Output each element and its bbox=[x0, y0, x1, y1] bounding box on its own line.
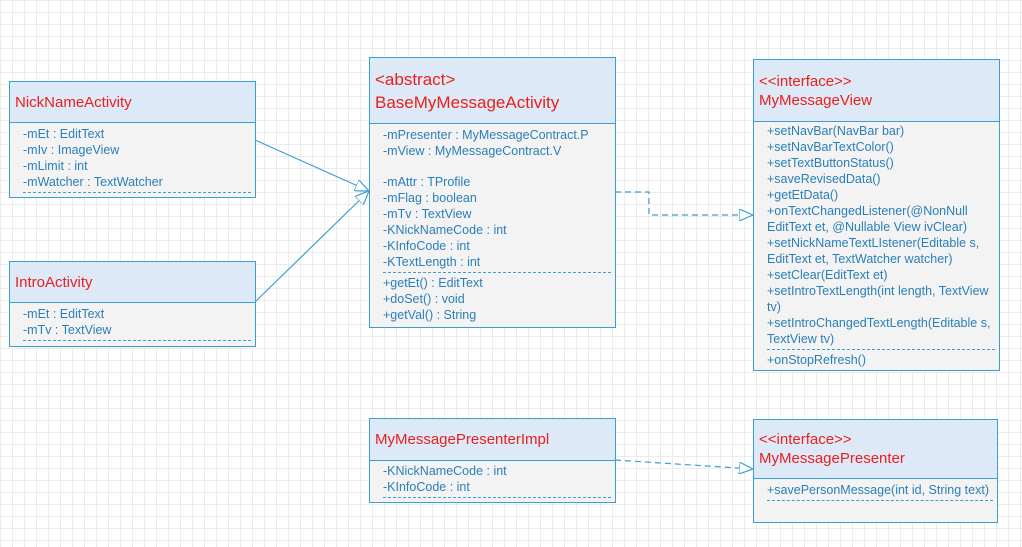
class-attributes: -mEt : EditText -mTv : TextView bbox=[10, 303, 255, 341]
operation-item: +setClear(EditText et) bbox=[767, 268, 888, 282]
section-divider bbox=[23, 192, 251, 193]
attribute-item: -KNickNameCode : int bbox=[383, 464, 507, 478]
class-stereotype: <<interface>> bbox=[759, 431, 852, 448]
operation-item: +setNavBarTextColor() bbox=[767, 140, 894, 154]
class-operations: +setNavBar(NavBar bar) +setNavBarTextCol… bbox=[754, 122, 999, 368]
attribute-item: -KNickNameCode : int bbox=[383, 223, 507, 237]
inheritance-edge-intro bbox=[254, 191, 369, 303]
attribute-item: -mTv : TextView bbox=[23, 323, 112, 337]
operation-list: +setNavBar(NavBar bar) +setNavBarTextCol… bbox=[767, 123, 995, 347]
operation-item: +onTextChangedListener(@NonNull EditText… bbox=[767, 204, 968, 234]
attribute-item: -KInfoCode : int bbox=[383, 239, 470, 253]
attribute-list: -mAttr : TProfile -mFlag : boolean -mTv … bbox=[383, 174, 611, 270]
class-header: IntroActivity bbox=[10, 262, 255, 303]
class-intro-activity[interactable]: IntroActivity -mEt : EditText -mTv : Tex… bbox=[9, 261, 256, 347]
class-attributes: -KNickNameCode : int -KInfoCode : int bbox=[370, 461, 615, 498]
class-header: <<interface>> MyMessageView bbox=[754, 60, 999, 122]
class-operations: +savePersonMessage(int id, String text) bbox=[754, 479, 997, 501]
section-divider bbox=[23, 340, 251, 341]
section-divider bbox=[767, 349, 995, 350]
attribute-item: -mWatcher : TextWatcher bbox=[23, 175, 163, 189]
section-divider bbox=[767, 500, 993, 501]
class-base-my-message-activity[interactable]: <abstract> BaseMyMessageActivity -mPrese… bbox=[369, 57, 616, 328]
operation-list: +getEt() : EditText +doSet() : void +get… bbox=[383, 275, 611, 323]
attribute-item: -mPresenter : MyMessageContract.P bbox=[383, 128, 589, 142]
operation-item: +doSet() : void bbox=[383, 292, 465, 306]
operation-item: +getEt() : EditText bbox=[383, 276, 483, 290]
attribute-item: -mTv : TextView bbox=[383, 207, 472, 221]
operation-item: +setNickNameTextLIstener(Editable s, Edi… bbox=[767, 236, 980, 266]
operation-item: +setIntroChangedTextLength(Editable s, T… bbox=[767, 316, 991, 346]
attribute-list: -mPresenter : MyMessageContract.P -mView… bbox=[383, 127, 611, 159]
operation-item: +setNavBar(NavBar bar) bbox=[767, 124, 905, 138]
section-divider bbox=[383, 497, 611, 498]
realization-edge-view bbox=[615, 191, 753, 215]
class-header: MyMessagePresenterImpl bbox=[370, 419, 615, 461]
class-stereotype: <<interface>> bbox=[759, 72, 852, 90]
class-stereotype: <abstract> bbox=[375, 69, 456, 89]
class-name: NickNameActivity bbox=[15, 93, 132, 111]
operation-item: +onStopRefresh() bbox=[767, 353, 867, 367]
operation-item: +setTextButtonStatus() bbox=[767, 156, 894, 170]
section-divider bbox=[383, 272, 611, 273]
attribute-item: -KInfoCode : int bbox=[383, 480, 470, 494]
class-nickname-activity[interactable]: NickNameActivity -mEt : EditText -mIv : … bbox=[9, 81, 256, 198]
realization-edge-presenter bbox=[614, 459, 753, 469]
attribute-item: -mIv : ImageView bbox=[23, 143, 120, 157]
inheritance-edge-nickname bbox=[254, 139, 369, 191]
class-name: BaseMyMessageActivity bbox=[375, 92, 560, 112]
class-my-message-presenter-impl[interactable]: MyMessagePresenterImpl -KNickNameCode : … bbox=[369, 418, 616, 503]
operation-item: +setIntroTextLength(int length, TextView… bbox=[767, 284, 989, 314]
attribute-item: -KTextLength : int bbox=[383, 255, 481, 269]
class-header: <abstract> BaseMyMessageActivity bbox=[370, 58, 615, 124]
attribute-item: -mFlag : boolean bbox=[383, 191, 477, 205]
attribute-item: -mView : MyMessageContract.V bbox=[383, 144, 562, 158]
interface-my-message-view[interactable]: <<interface>> MyMessageView +setNavBar(N… bbox=[753, 59, 1000, 371]
attribute-item: -mLimit : int bbox=[23, 159, 88, 173]
attribute-item: -mAttr : TProfile bbox=[383, 175, 471, 189]
operation-item: +getVal() : String bbox=[383, 308, 477, 322]
class-name: IntroActivity bbox=[15, 273, 93, 291]
interface-my-message-presenter[interactable]: <<interface>> MyMessagePresenter +savePe… bbox=[753, 419, 998, 523]
class-name: MyMessageView bbox=[759, 91, 873, 109]
operation-item: +getEtData() bbox=[767, 188, 839, 202]
attribute-gap bbox=[383, 159, 611, 174]
class-header: NickNameActivity bbox=[10, 82, 255, 123]
operation-item: +saveRevisedData() bbox=[767, 172, 881, 186]
operation-list: +savePersonMessage(int id, String text) bbox=[767, 482, 993, 498]
class-name: MyMessagePresenterImpl bbox=[375, 431, 550, 448]
class-name: MyMessagePresenter bbox=[759, 450, 905, 467]
attribute-item: -mEt : EditText bbox=[23, 127, 105, 141]
operation-list: +onStopRefresh() bbox=[767, 352, 995, 368]
operation-item: +savePersonMessage(int id, String text) bbox=[767, 483, 989, 497]
class-header: <<interface>> MyMessagePresenter bbox=[754, 420, 997, 479]
class-members: -mPresenter : MyMessageContract.P -mView… bbox=[370, 124, 615, 323]
attribute-item: -mEt : EditText bbox=[23, 307, 105, 321]
class-attributes: -mEt : EditText -mIv : ImageView -mLimit… bbox=[10, 123, 255, 193]
